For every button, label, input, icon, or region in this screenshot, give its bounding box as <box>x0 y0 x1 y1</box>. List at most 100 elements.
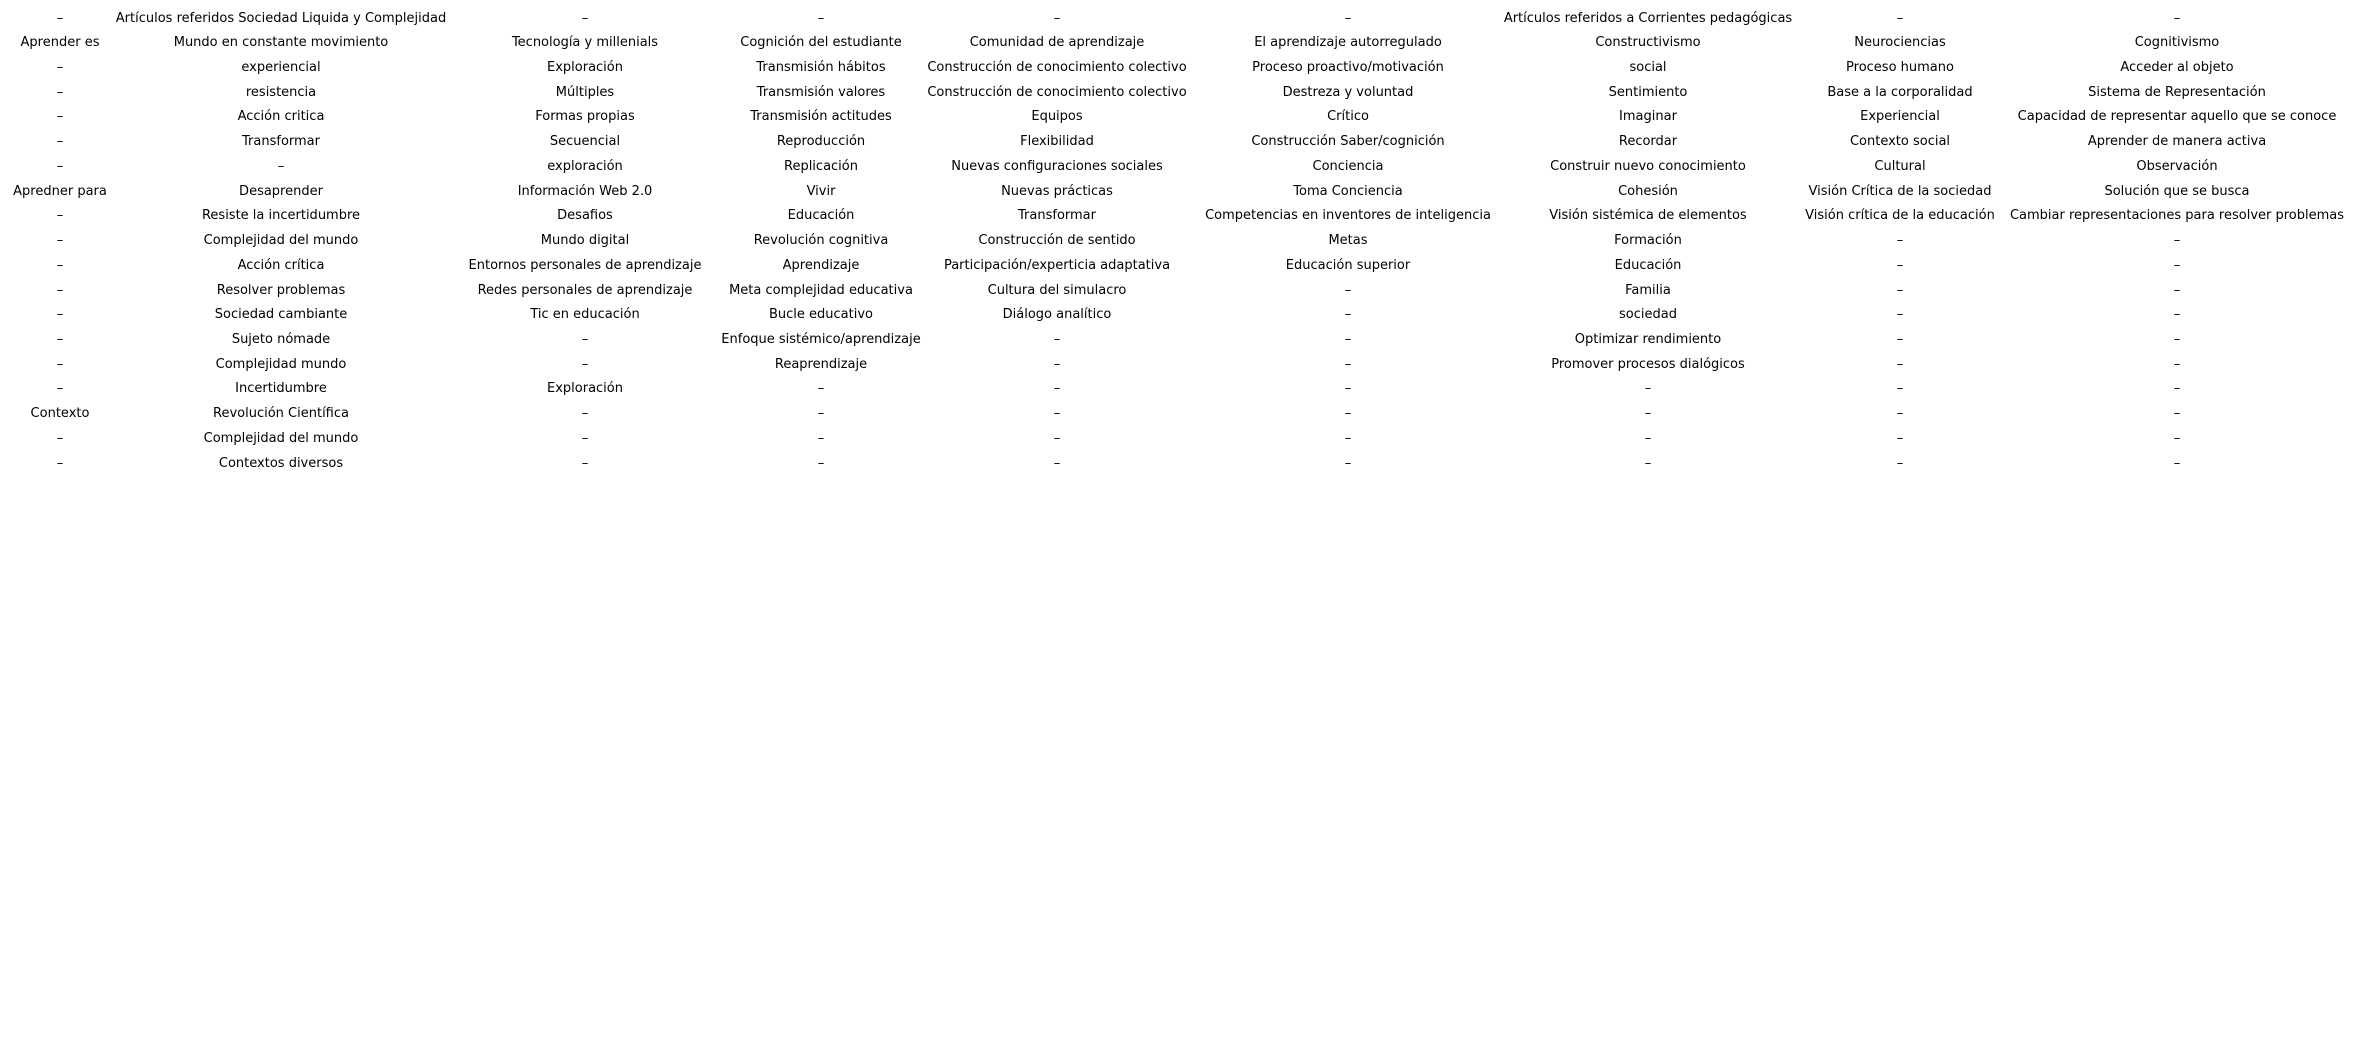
table-cell: – <box>277 158 285 174</box>
table-cell: Visión Crítica de la sociedad <box>1808 183 1992 199</box>
table-cell: – <box>817 10 825 26</box>
table-cell: – <box>2173 10 2181 26</box>
table-cell: – <box>1053 356 1061 372</box>
table-cell: – <box>1896 430 1904 446</box>
table-cell: Información Web 2.0 <box>517 183 653 199</box>
table-cell: – <box>1644 455 1652 471</box>
table-cell: – <box>1644 381 1652 397</box>
table-cell: – <box>1053 406 1061 422</box>
table-cell: – <box>56 10 64 26</box>
table-cell: – <box>817 455 825 471</box>
table-cell: Visión sistémica de elementos <box>1549 208 1747 224</box>
table-cell: Cognitivismo <box>2134 35 2220 51</box>
table-cell: – <box>56 307 64 323</box>
table-cell: – <box>817 430 825 446</box>
table-cell: – <box>1896 331 1904 347</box>
table-cell: Cohesión <box>1618 183 1678 199</box>
table-cell: Familia <box>1625 282 1671 298</box>
table-cell: – <box>2173 356 2181 372</box>
table-cell: Flexibilidad <box>1020 134 1094 150</box>
table-cell: Incertidumbre <box>235 381 327 397</box>
table-cell: Formación <box>1614 233 1682 249</box>
table-cell: – <box>581 430 589 446</box>
table-cell: Base a la corporalidad <box>1827 84 1973 100</box>
table-cell: – <box>1344 381 1352 397</box>
table-cell: – <box>2173 282 2181 298</box>
table-cell: – <box>56 455 64 471</box>
table-cell: Metas <box>1328 233 1368 249</box>
table-cell: Transmisión valores <box>756 84 886 100</box>
table-cell: Vivir <box>806 183 836 199</box>
table-cell: Optimizar rendimiento <box>1574 331 1722 347</box>
table-cell: Construir nuevo conocimiento <box>1550 158 1746 174</box>
table-cell: Capacidad de representar aquello que se … <box>2017 109 2337 125</box>
table-cell: Cambiar representaciones para resolver p… <box>2009 208 2345 224</box>
table-cell: Diálogo analítico <box>1002 307 1112 323</box>
table-cell: – <box>2173 257 2181 273</box>
table-cell: Nuevas prácticas <box>1001 183 1113 199</box>
table-cell: Complejidad del mundo <box>203 233 359 249</box>
table-cell: Cognición del estudiante <box>740 35 902 51</box>
table-cell: Meta complejidad educativa <box>729 282 913 298</box>
table-cell: sociedad <box>1619 307 1677 323</box>
table-cell: – <box>2173 331 2181 347</box>
table-cell: – <box>1896 356 1904 372</box>
table-cell: Exploración <box>547 60 623 76</box>
table-cell: Revolución cognitiva <box>753 233 889 249</box>
table-cell: Formas propias <box>535 109 635 125</box>
table-cell: Crítico <box>1327 109 1369 125</box>
table-cell: Resolver problemas <box>216 282 346 298</box>
table-cell: Experiencial <box>1860 109 1940 125</box>
table-cell: Desafios <box>557 208 613 224</box>
table-cell: Múltiples <box>555 84 615 100</box>
table-cell: Artículos referidos Sociedad Liquida y C… <box>115 10 447 26</box>
table-cell: Complejidad mundo <box>215 356 347 372</box>
table-cell: Sentimiento <box>1608 84 1688 100</box>
table-cell: Apredner para <box>13 183 107 199</box>
table-cell: – <box>817 406 825 422</box>
table-cell: – <box>1344 282 1352 298</box>
table-cell: Desaprender <box>239 183 323 199</box>
table-cell: Enfoque sistémico/aprendizaje <box>721 331 921 347</box>
table-cell: – <box>1896 257 1904 273</box>
table-cell: Participación/experticia adaptativa <box>943 257 1171 273</box>
table-cell: – <box>56 257 64 273</box>
table-cell: – <box>1896 10 1904 26</box>
table-cell: – <box>1344 10 1352 26</box>
table-cell: Contexto social <box>1849 134 1951 150</box>
table-cell: – <box>1053 430 1061 446</box>
table-cell: exploración <box>547 158 623 174</box>
table-cell: resistencia <box>245 84 317 100</box>
table-cell: Entornos personales de aprendizaje <box>468 257 702 273</box>
table-cell: Tic en educación <box>530 307 640 323</box>
table-cell: El aprendizaje autorregulado <box>1254 35 1442 51</box>
table-cell: Transformar <box>1018 208 1096 224</box>
table-cell: Imaginar <box>1619 109 1677 125</box>
table-cell: – <box>1896 233 1904 249</box>
table-cell: Proceso humano <box>1846 60 1954 76</box>
table-cell: – <box>2173 406 2181 422</box>
table-cell: – <box>1053 331 1061 347</box>
table-cell: Acción critica <box>237 109 325 125</box>
table-cell: – <box>56 60 64 76</box>
table-cell: – <box>56 208 64 224</box>
table-cell: – <box>581 356 589 372</box>
table-cell: – <box>2173 455 2181 471</box>
table-cell: – <box>56 109 64 125</box>
table-cell: Secuencial <box>549 134 621 150</box>
table-cell: – <box>1344 331 1352 347</box>
table-cell: Proceso proactivo/motivación <box>1252 60 1444 76</box>
table-cell: – <box>56 356 64 372</box>
table-cell: – <box>2173 381 2181 397</box>
table-cell: – <box>1896 307 1904 323</box>
table-cell: – <box>1053 381 1061 397</box>
table-cell: – <box>56 158 64 174</box>
table-cell: Reproducción <box>776 134 866 150</box>
table-cell: – <box>56 381 64 397</box>
table-cell: Construcción de conocimiento colectivo <box>927 84 1187 100</box>
table-cell: Exploración <box>547 381 623 397</box>
table-cell: Mundo en constante movimiento <box>173 35 389 51</box>
table-cell: – <box>581 455 589 471</box>
table-cell: Sujeto nómade <box>231 331 331 347</box>
